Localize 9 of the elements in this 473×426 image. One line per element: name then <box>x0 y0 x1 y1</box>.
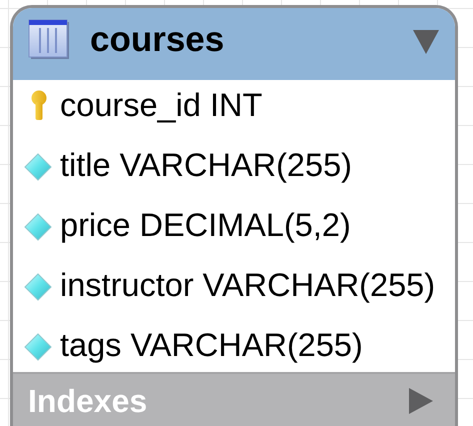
column-definition: course_id INT <box>60 87 262 124</box>
column-definition: instructor VARCHAR(255) <box>60 267 436 304</box>
section-bar <box>13 372 455 426</box>
column-definition: title VARCHAR(255) <box>60 147 352 184</box>
section-label: Indexes <box>28 383 148 420</box>
table-card <box>10 5 458 426</box>
column-definition: price DECIMAL(5,2) <box>60 207 351 244</box>
table-name: courses <box>90 20 224 60</box>
column-definition: tags VARCHAR(255) <box>60 327 363 364</box>
